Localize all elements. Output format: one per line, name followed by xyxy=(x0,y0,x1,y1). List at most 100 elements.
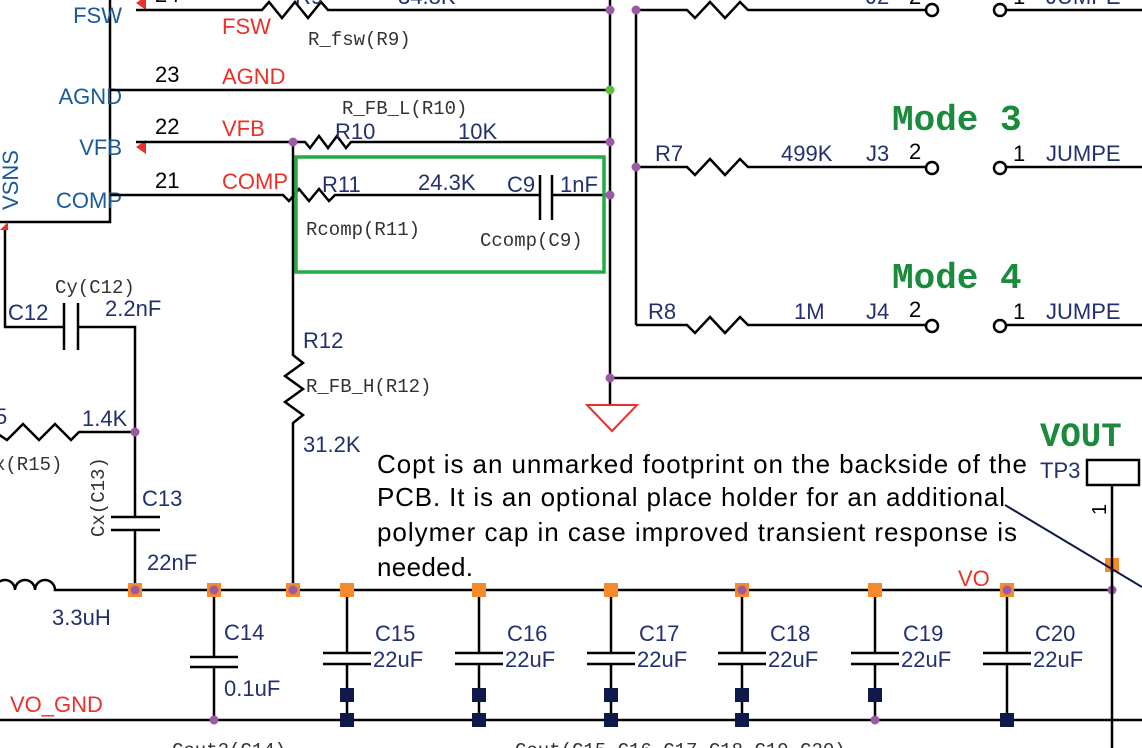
pin-agnd: AGND xyxy=(58,84,122,109)
capacitor-value: 22uF xyxy=(373,647,423,672)
jumper-pin[interactable] xyxy=(924,318,940,334)
pin-number: 21 xyxy=(155,168,179,193)
capacitor-ref: C20 xyxy=(1035,621,1075,646)
r10-desc: R_FB_L(R10) xyxy=(342,98,467,120)
j4-pin2: 2 xyxy=(909,297,921,322)
pad-marker xyxy=(868,583,882,597)
capacitor-ref: C15 xyxy=(375,621,415,646)
pad-marker xyxy=(472,583,486,597)
capacitor-value: 22uF xyxy=(1033,647,1083,672)
c13-capacitor xyxy=(111,515,160,532)
ic-block: FSW AGND VFB COMP VSNS xyxy=(0,0,146,230)
r11-resistor xyxy=(110,187,610,203)
pad-marker xyxy=(340,688,354,702)
r15-ref: 5 xyxy=(0,404,7,429)
vout-title: VOUT xyxy=(1040,419,1122,457)
capacitor-symbol xyxy=(323,590,371,720)
pin-number: 22 xyxy=(155,114,179,139)
c9-value: 1nF xyxy=(560,172,598,197)
r10-value: 10K xyxy=(458,119,497,144)
vo-net-label: VO xyxy=(958,566,990,591)
test-point-tp3[interactable] xyxy=(1085,458,1141,487)
output-capacitors: C1522uFC1622uFC1722uFC1822uFC1922uFC2022… xyxy=(323,590,1083,727)
jumper-pin[interactable] xyxy=(992,160,1008,176)
capacitor-value: 22uF xyxy=(637,647,687,672)
jumper-pin[interactable] xyxy=(992,318,1008,334)
junction-dot xyxy=(605,5,615,15)
jumper-pin[interactable] xyxy=(924,160,940,176)
r7-value: 499K xyxy=(781,141,833,166)
r9-desc: R_fsw(R9) xyxy=(308,29,411,51)
j4-pin1: 1 xyxy=(1013,299,1025,324)
j2-label: JUMPE xyxy=(1046,0,1121,9)
ic-outline xyxy=(0,0,112,224)
r6-resistor xyxy=(636,0,926,20)
pad-marker xyxy=(735,688,749,702)
r8-value: 1M xyxy=(794,299,825,324)
c14-ref: C14 xyxy=(224,620,264,645)
pin-arrow-icon xyxy=(136,0,146,10)
c12-ref: C12 xyxy=(8,300,48,325)
j2-pin1: 1 xyxy=(1013,0,1025,9)
inductor-and-vo-rail xyxy=(0,578,1112,592)
capacitor-symbol xyxy=(718,590,766,720)
capacitor-ref: C18 xyxy=(770,621,810,646)
r12-resistor xyxy=(282,142,306,590)
net-label: COMP xyxy=(222,169,288,194)
compensation-highlight-box xyxy=(294,155,606,274)
r11-value: 24.3K xyxy=(418,170,476,195)
j4-label: JUMPE xyxy=(1046,299,1121,324)
junction-dot xyxy=(605,190,615,200)
pin-comp: COMP xyxy=(56,188,122,213)
pin-fsw: FSW xyxy=(73,3,122,28)
junction-markers xyxy=(128,5,1119,725)
junction-dot xyxy=(1002,585,1012,595)
c13-desc: Cx(C13) xyxy=(88,457,110,537)
capacitor-ref: C17 xyxy=(639,621,679,646)
pin-arrow-icon xyxy=(0,222,8,230)
pad-marker xyxy=(735,713,749,727)
j2-pin2: 2 xyxy=(909,0,921,9)
jumper-pin[interactable] xyxy=(924,2,940,18)
tp3-ref: TP3 xyxy=(1040,458,1080,483)
pin-vsns: VSNS xyxy=(0,150,23,210)
c9-desc: Ccomp(C9) xyxy=(480,230,583,252)
mode-3-row: Mode 3 R7 499K J3 2 1 JUMPE xyxy=(636,100,1142,177)
pin-vfb: VFB xyxy=(79,135,122,160)
junction-dot xyxy=(288,585,298,595)
jumper-pin[interactable] xyxy=(992,2,1008,18)
r9-ref: R9 xyxy=(295,0,323,9)
capacitor-symbol xyxy=(455,590,503,720)
c9-capacitor xyxy=(538,175,554,220)
r7-resistor xyxy=(636,157,1142,177)
net-label: FSW xyxy=(222,14,271,39)
pad-marker xyxy=(604,713,618,727)
junction-dot xyxy=(631,162,641,172)
capacitor-value: 22uF xyxy=(901,647,951,672)
c12-desc: Cy(C12) xyxy=(55,277,135,299)
junction-dot xyxy=(605,137,615,147)
note-line: Copt is an unmarked footprint on the bac… xyxy=(377,449,1027,479)
capacitor-symbol xyxy=(983,590,1031,720)
r11-ref: R11 xyxy=(322,172,361,197)
c12-capacitor xyxy=(62,303,80,350)
capacitor-value: 22uF xyxy=(505,647,555,672)
note-leader-line xyxy=(1004,504,1142,588)
junction-dot xyxy=(605,85,615,95)
mode-3-title: Mode 3 xyxy=(892,100,1022,141)
net-label: AGND xyxy=(222,64,286,89)
type3-network-wire xyxy=(3,230,137,590)
j4-ref: J4 xyxy=(866,299,889,324)
pin-arrow-icon xyxy=(136,140,146,154)
note-line: needed. xyxy=(377,552,473,582)
cout-group: Cout(C15,C16,C17,C18,C19,C20) xyxy=(515,740,846,748)
pad-marker xyxy=(340,713,354,727)
j3-pin1: 1 xyxy=(1013,141,1025,166)
pad-marker xyxy=(1000,713,1014,727)
capacitor-ref: C16 xyxy=(507,621,547,646)
